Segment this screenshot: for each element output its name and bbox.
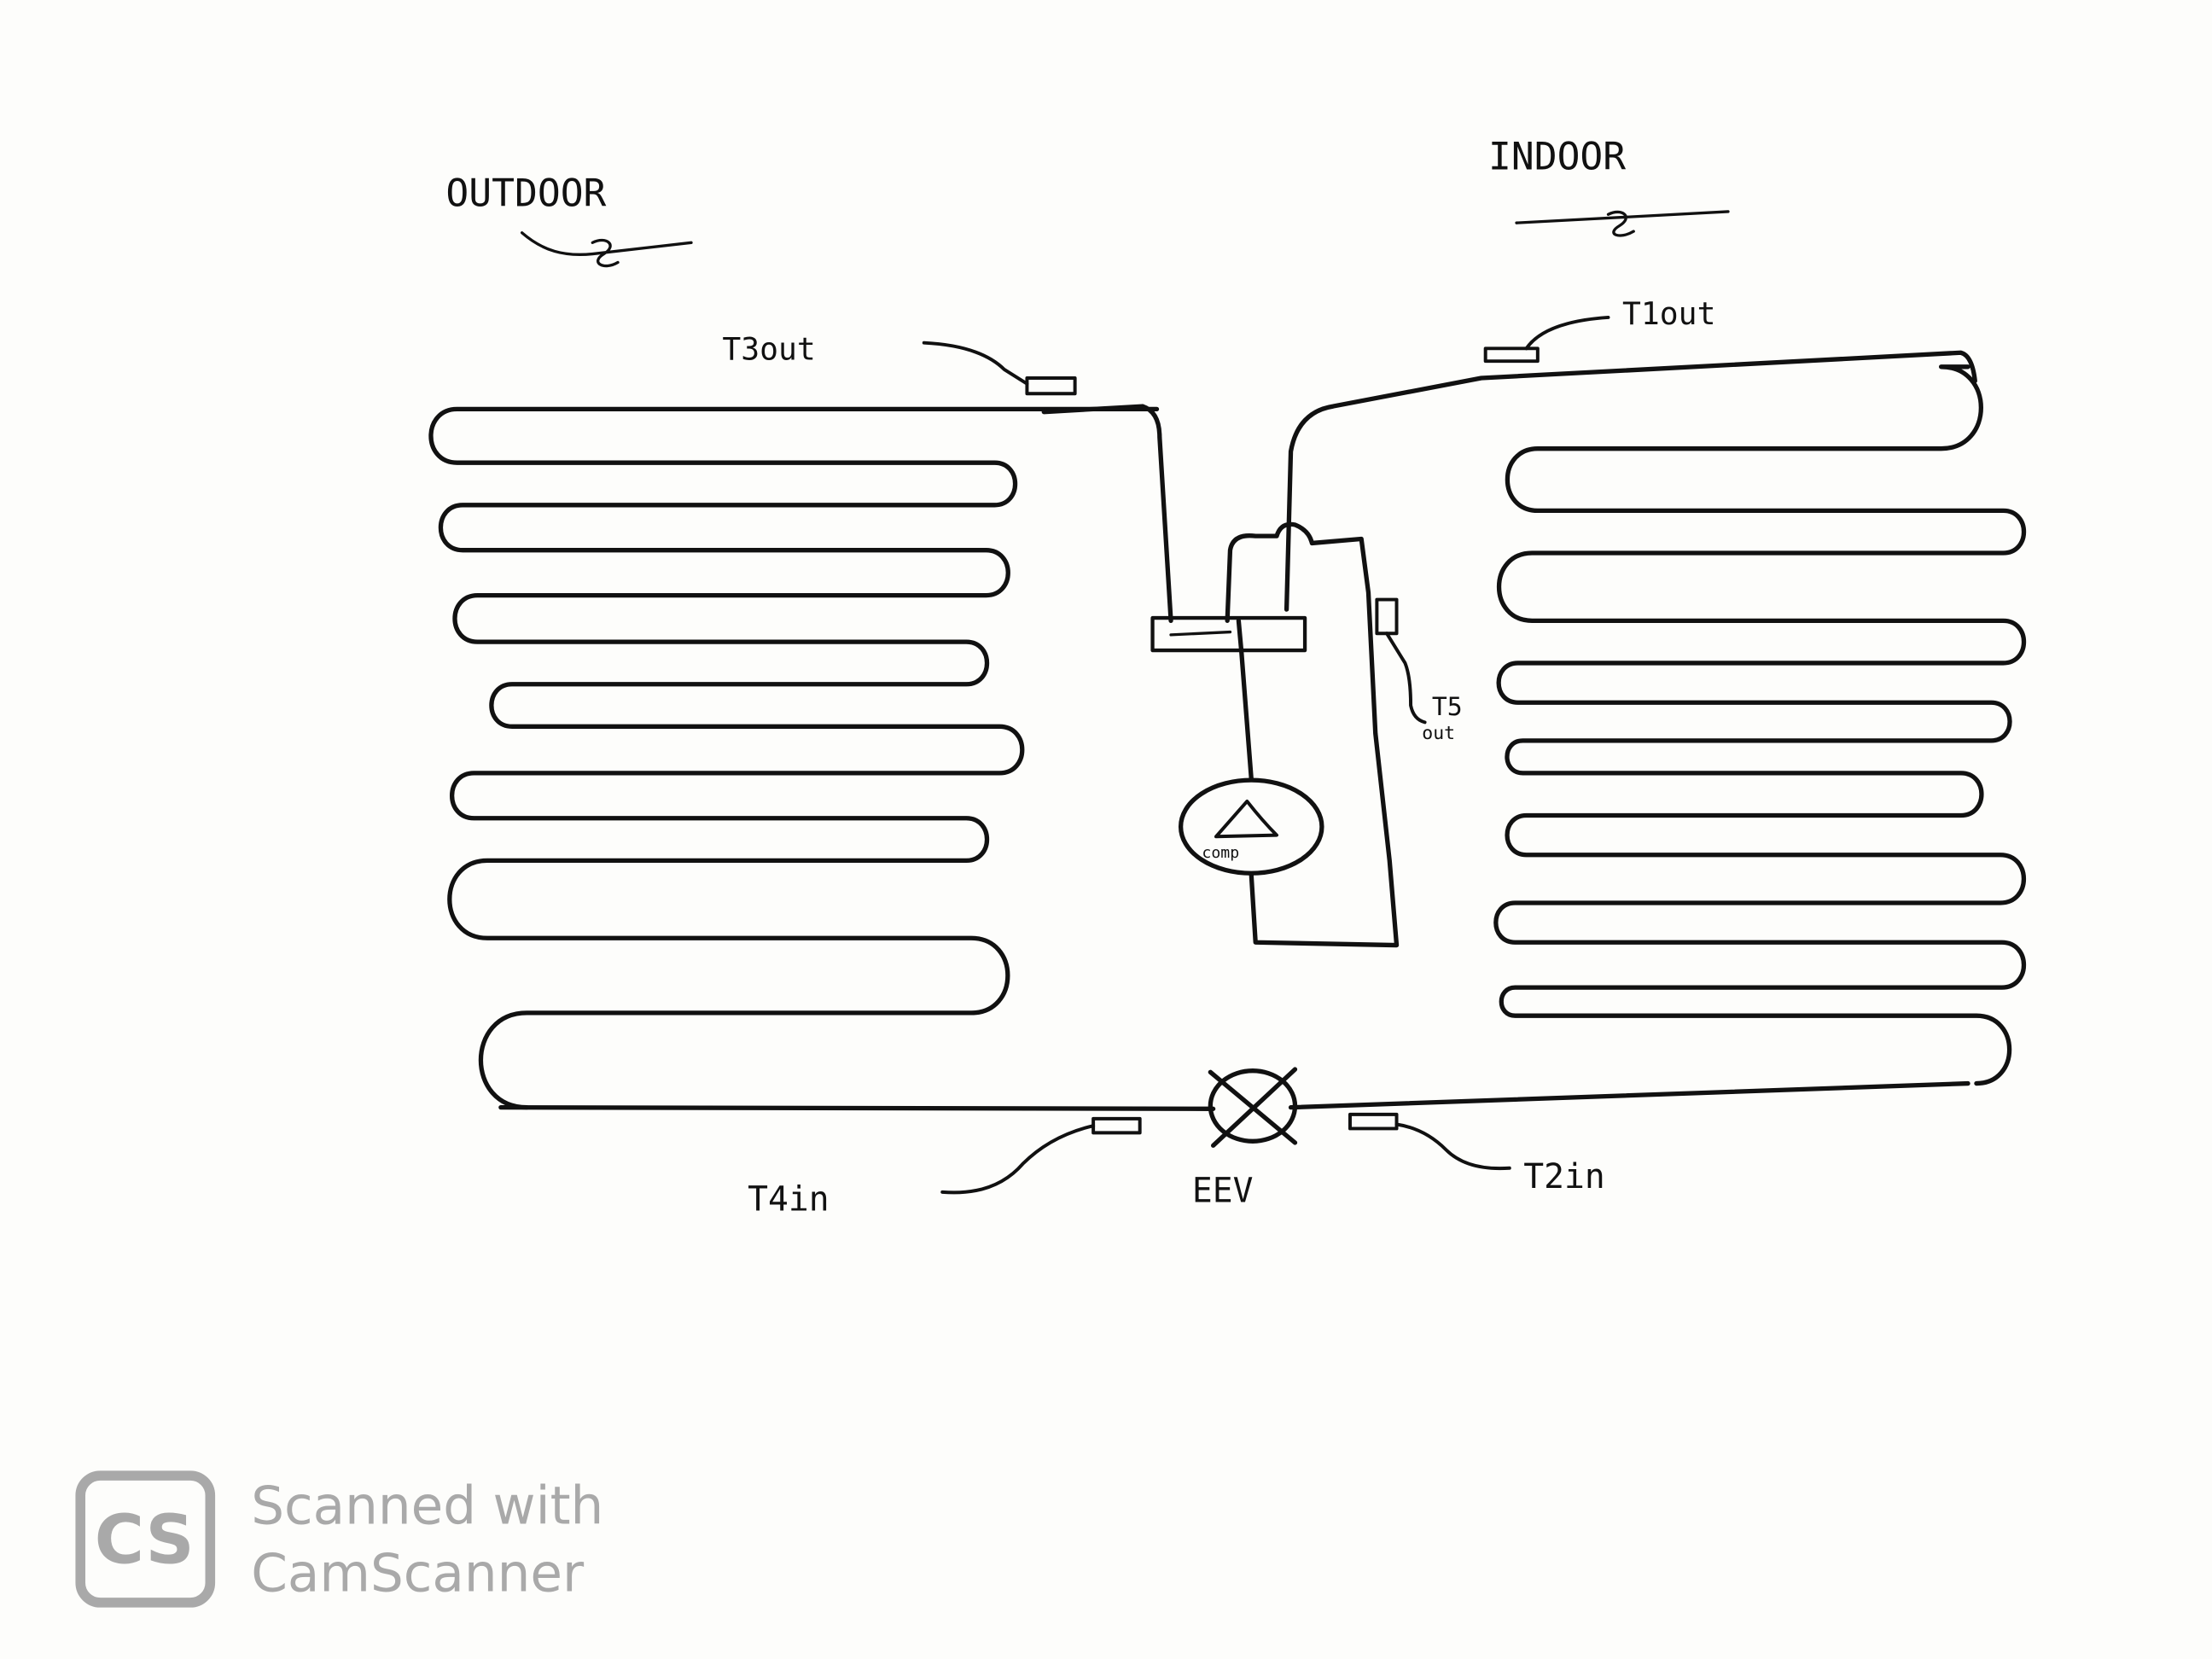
t1out-sensor xyxy=(1483,346,1540,364)
t3out-sensor xyxy=(1025,376,1077,396)
accumulator-mark xyxy=(1169,630,1232,637)
t5-label: T5 xyxy=(1432,692,1463,722)
camscanner-logo-text: CS xyxy=(95,1500,195,1580)
comp-label: comp xyxy=(1202,844,1239,862)
compressor-body xyxy=(1225,521,1400,948)
scanned-with-text: Scanned with xyxy=(251,1476,603,1536)
t3out-lead xyxy=(922,341,1029,386)
t4in-sensor xyxy=(1091,1116,1142,1135)
t2in-lead xyxy=(1394,1122,1511,1171)
compressor-triangle-icon xyxy=(1214,799,1279,839)
t5out-lead xyxy=(1384,632,1427,725)
t4in-label: T4in xyxy=(748,1179,830,1219)
t2in-sensor xyxy=(1348,1112,1399,1131)
outdoor-underline xyxy=(520,231,693,268)
accumulator-box xyxy=(1150,615,1307,653)
outdoor-coil xyxy=(428,406,1160,1110)
outdoor-top-line xyxy=(1041,404,1173,623)
eev-cross xyxy=(1208,1067,1298,1148)
camscanner-text: CamScanner xyxy=(251,1544,585,1604)
t5-out-label: out xyxy=(1422,723,1455,744)
indoor-coil xyxy=(1493,364,2027,1086)
liquid-line xyxy=(498,1080,1970,1111)
t4in-lead xyxy=(940,1124,1096,1195)
t5out-sensor xyxy=(1375,597,1399,636)
outdoor-label: OUTDOOR xyxy=(445,171,606,215)
t2in-label: T2in xyxy=(1523,1157,1605,1196)
t1out-lead xyxy=(1524,315,1610,351)
eev-valve-icon xyxy=(1208,1068,1298,1144)
t3out-label: T3out xyxy=(722,331,815,368)
indoor-underline xyxy=(1515,210,1730,237)
camscanner-logo xyxy=(75,1470,216,1608)
eev-label: EEV xyxy=(1192,1171,1254,1210)
suction-line xyxy=(1284,350,1977,612)
compressor-circle xyxy=(1178,777,1324,876)
t1out-label: T1out xyxy=(1622,295,1715,332)
indoor-label: INDOOR xyxy=(1488,134,1626,178)
